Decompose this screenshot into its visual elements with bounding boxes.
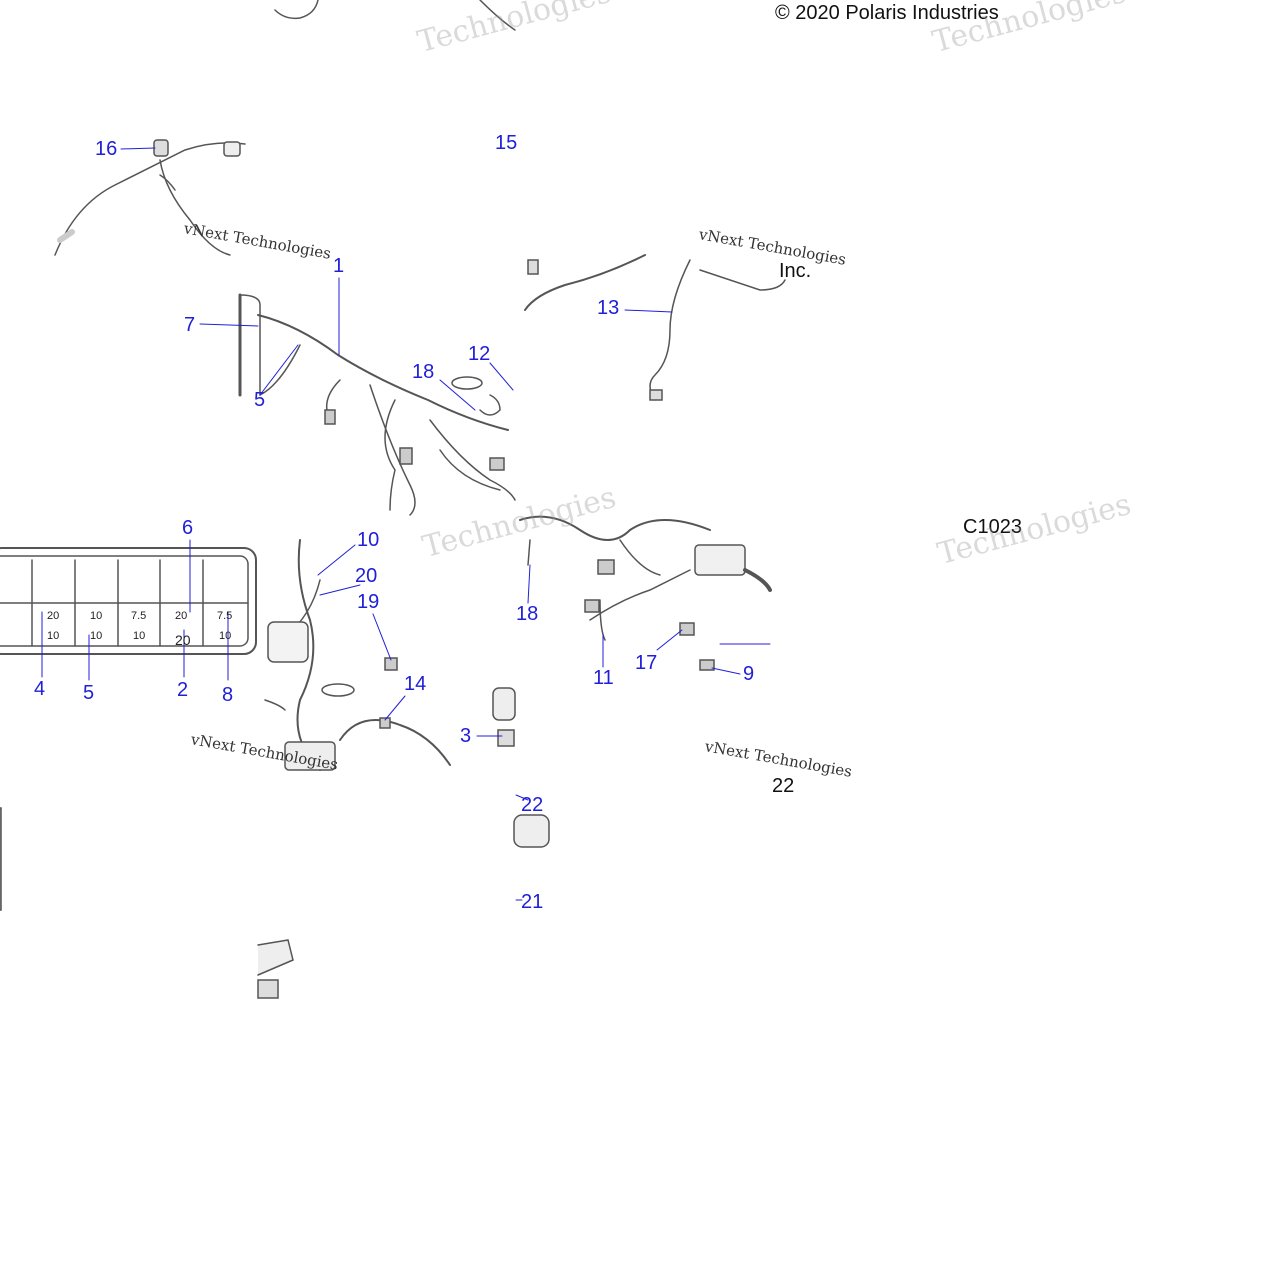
callout-18b: 18 bbox=[516, 603, 539, 625]
callout-9: 9 bbox=[743, 663, 755, 685]
fuse-value: 20 bbox=[175, 632, 191, 648]
fuse-value: 10 bbox=[219, 630, 231, 642]
fuse-box-outline bbox=[0, 547, 257, 655]
fuse-value: 7.5 bbox=[217, 610, 232, 622]
callout-8: 8 bbox=[222, 684, 234, 706]
callout-22a: 22 bbox=[521, 794, 544, 816]
callout-13: 13 bbox=[597, 297, 620, 319]
callout-14: 14 bbox=[404, 673, 427, 695]
callout-2: 2 bbox=[177, 679, 189, 701]
callout-11: 11 bbox=[593, 667, 614, 689]
fuse-value: 10 bbox=[47, 630, 59, 642]
callout-7: 7 bbox=[184, 314, 196, 336]
harness-branch-16 bbox=[54, 142, 246, 256]
callout-10: 10 bbox=[357, 529, 380, 551]
company-suffix: Inc. bbox=[779, 260, 812, 282]
harness-fragment-top bbox=[274, 0, 319, 20]
callout-12: 12 bbox=[468, 343, 491, 365]
callout-5b: 5 bbox=[254, 389, 266, 411]
callout-4: 4 bbox=[34, 678, 46, 700]
callout-6: 6 bbox=[182, 517, 194, 539]
connector-16 bbox=[153, 139, 169, 157]
callout-18a: 18 bbox=[412, 361, 435, 383]
callout-15: 15 bbox=[495, 132, 518, 154]
callout-5: 5 bbox=[83, 682, 95, 704]
fuse-value: 10 bbox=[133, 630, 145, 642]
callout-19: 19 bbox=[357, 591, 380, 613]
fuse-value: 10 bbox=[90, 630, 102, 642]
callout-21: 21 bbox=[521, 891, 544, 913]
callout-16: 16 bbox=[95, 138, 118, 160]
fuse-value: 20 bbox=[175, 610, 187, 622]
callout-20: 20 bbox=[355, 565, 378, 587]
fuse-labels: 20 10 7.5 20 7.5 10 10 10 20 10 bbox=[47, 610, 232, 648]
copyright-notice: © 2020 Polaris Industries bbox=[775, 2, 999, 24]
figure-id: C1023 bbox=[963, 516, 1022, 538]
callout-22b: 22 bbox=[772, 775, 795, 797]
callout-17: 17 bbox=[635, 652, 658, 674]
fuse-value: 10 bbox=[90, 610, 102, 622]
callout-1: 1 bbox=[333, 255, 345, 277]
fuse-value: 20 bbox=[47, 610, 59, 622]
main-harness bbox=[257, 314, 509, 431]
callout-3: 3 bbox=[460, 725, 472, 747]
fuse-value: 7.5 bbox=[131, 610, 146, 622]
